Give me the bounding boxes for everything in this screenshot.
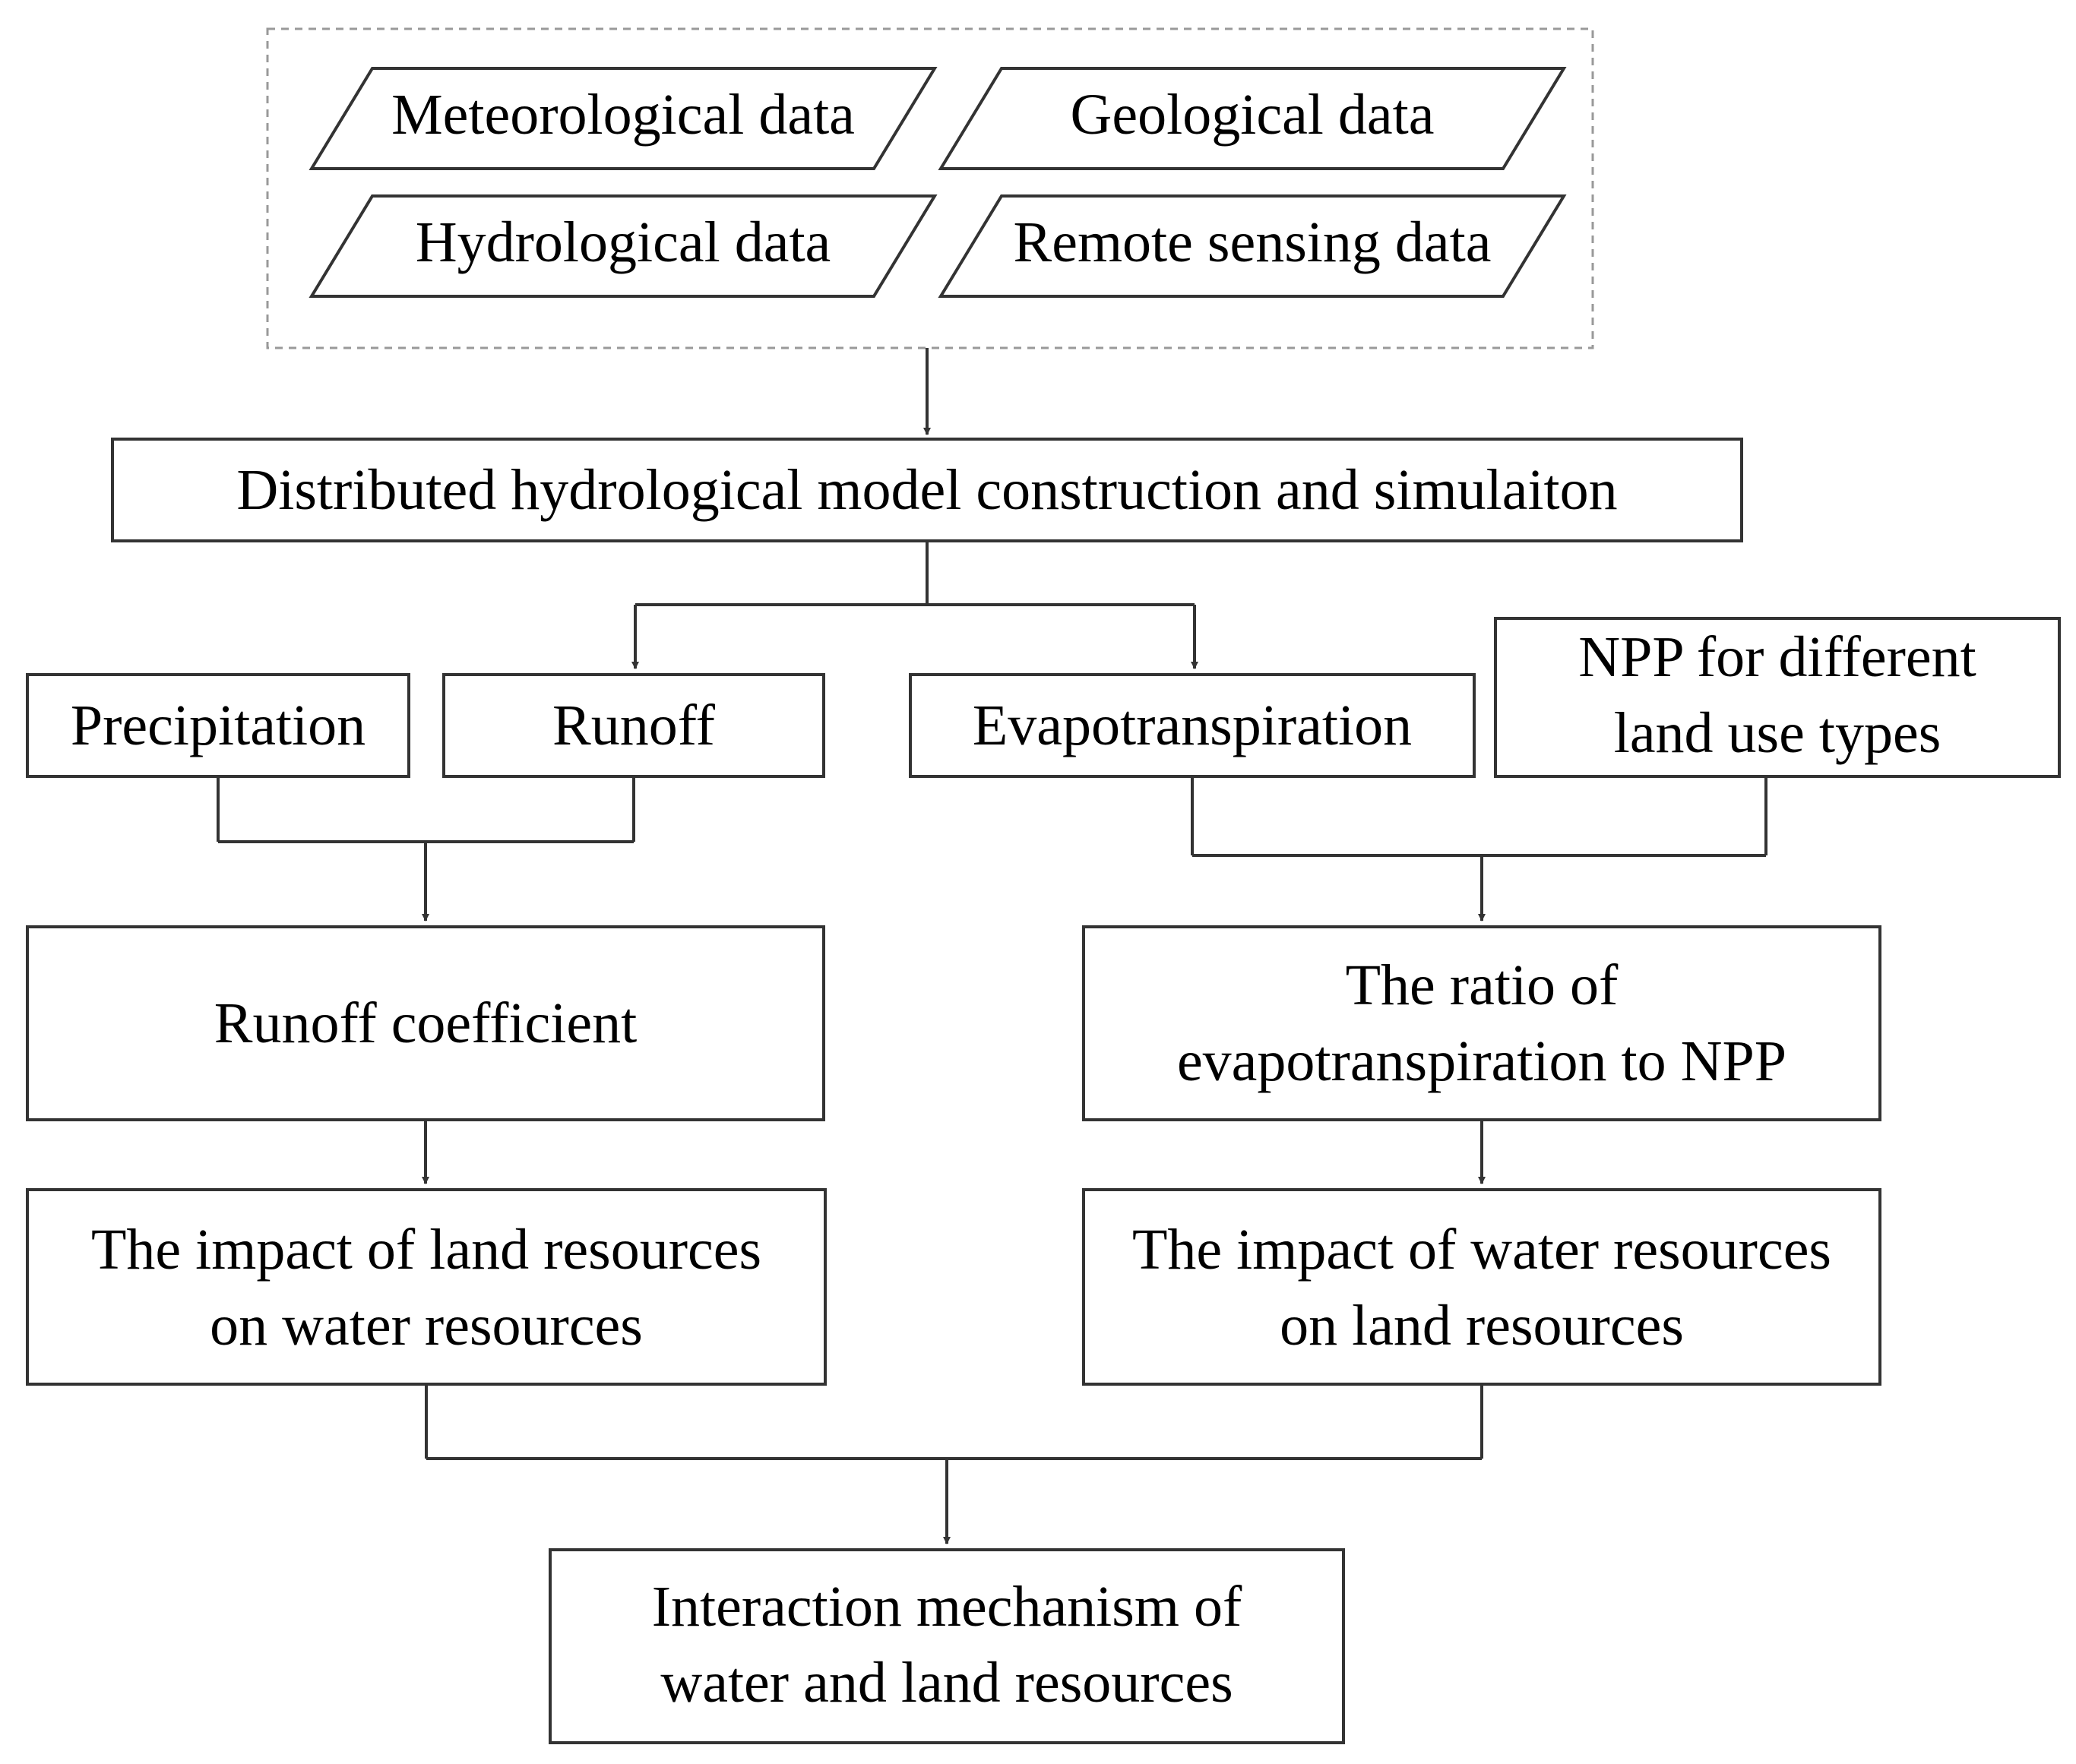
runoff-coefficient-label: Runoff coefficient <box>214 991 637 1055</box>
meteorological-data-label: Meteorological data <box>391 83 855 147</box>
geological-data-node: Geological data <box>938 67 1567 170</box>
connector-model-split <box>631 541 1198 669</box>
water-on-land-impact-node: The impact of water resources on land re… <box>1082 1188 1881 1386</box>
land-on-water-impact-line-1: The impact of land resources <box>91 1218 761 1282</box>
land-on-water-impact-line-2: on water resources <box>210 1294 643 1358</box>
runoff-label: Runoff <box>552 694 716 757</box>
npp-label-line-2: land use types <box>1614 701 1942 765</box>
meteorological-data-node: Meteorological data <box>309 67 938 170</box>
water-on-land-impact-line-1: The impact of water resources <box>1132 1218 1831 1282</box>
remote-sensing-data-label: Remote sensing data <box>1014 210 1492 274</box>
connector-left-merge <box>217 776 635 922</box>
runoff-coefficient-node: Runoff coefficient <box>26 925 825 1121</box>
et-npp-ratio-label-line-1: The ratio of <box>1346 953 1619 1017</box>
geological-data-label: Geological data <box>1070 83 1434 147</box>
hydrological-model-label: Distributed hydrological model construct… <box>236 458 1617 522</box>
evapotranspiration-label: Evapotranspiration <box>973 694 1412 757</box>
interaction-mechanism-node: Interaction mechanism of water and land … <box>549 1548 1345 1744</box>
interaction-mechanism-line-2: water and land resources <box>660 1651 1233 1715</box>
hydrological-model-node: Distributed hydrological model construct… <box>111 438 1743 542</box>
npp-node: NPP for different land use types <box>1494 617 2061 778</box>
precipitation-node: Precipitation <box>26 673 410 778</box>
connector-right-merge <box>1191 776 1767 922</box>
remote-sensing-data-node: Remote sensing data <box>938 194 1567 298</box>
precipitation-label: Precipitation <box>71 694 366 757</box>
water-on-land-impact-line-2: on land resources <box>1280 1294 1684 1358</box>
et-npp-ratio-label-line-2: evapotranspiration to NPP <box>1177 1029 1786 1093</box>
land-on-water-impact-node: The impact of land resources on water re… <box>26 1188 827 1386</box>
evapotranspiration-node: Evapotranspiration <box>909 673 1476 778</box>
hydrological-data-node: Hydrological data <box>309 194 938 298</box>
interaction-mechanism-line-1: Interaction mechanism of <box>652 1575 1242 1639</box>
connector-final-merge <box>425 1384 1483 1544</box>
hydrological-data-label: Hydrological data <box>416 210 831 274</box>
runoff-node: Runoff <box>442 673 825 778</box>
et-npp-ratio-node: The ratio of evapotranspiration to NPP <box>1082 925 1881 1121</box>
input-data-group <box>266 27 1594 349</box>
npp-label-line-1: NPP for different <box>1578 625 1976 689</box>
